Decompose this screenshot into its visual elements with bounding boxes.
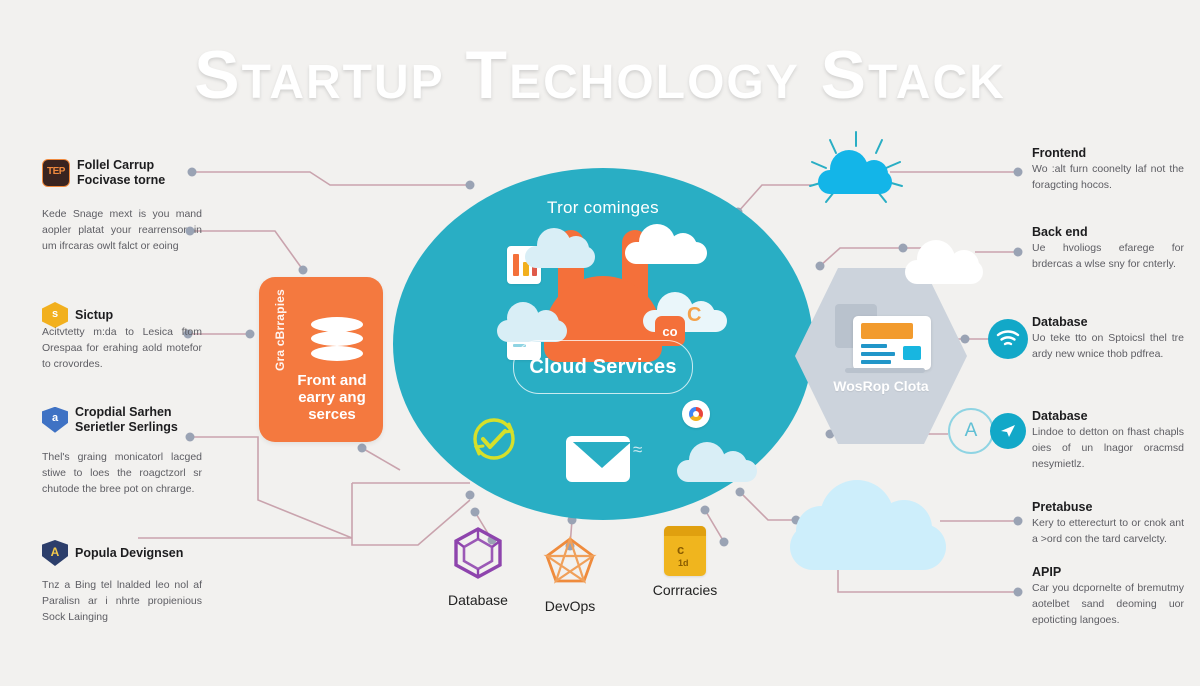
right-block-5[interactable]: Pretabuse Kery to etterecturt to or cnok… [1032,500,1184,548]
block-title: Frontend [1032,146,1087,160]
block-body: Car you dcpornelte of bremutmy aotelbet … [1032,582,1184,626]
cloud-services-pill: Cloud Services [513,340,693,394]
hexagon-badge-icon: s [42,302,68,328]
block-body: Wo :alt furn coonelty laf not the foragc… [1032,163,1184,191]
right-block-6[interactable]: APIP Car you dcpornelte of bremutmy aote… [1032,565,1184,628]
paper-plane-icon[interactable] [990,413,1026,449]
right-block-3[interactable]: Database Uo teke tto on Sptoicsl thel tr… [1032,315,1184,363]
block-title: Back end [1032,225,1088,239]
block-body: Lindoe to detton on fhast chapls oies of… [1032,426,1184,470]
white-cloud-icon [905,240,983,284]
shield-alert-badge-icon: A [42,540,68,566]
block-title: Sictup [75,307,114,322]
hub-cloud-icon-2 [497,302,567,342]
database-cylinder-icon [311,317,363,363]
right-block-1[interactable]: Frontend Wo :alt furn coonelty laf not t… [1032,146,1184,194]
right-block-4[interactable]: Database Lindoe to detton on fhast chapl… [1032,409,1184,472]
hub-cloud-icon-5 [677,442,757,482]
left-block-3[interactable]: a Cropdial Sarhen Serietler Serlings [42,405,202,438]
bottom-node-devops[interactable]: DevOps [510,531,630,614]
card-glyph-sub: 1d [678,558,689,568]
shield-badge-icon: a [42,406,68,433]
hub-badge-co: co [655,316,685,346]
block-title: Cropdial Sarhen Serietler Serlings [75,405,178,434]
left-block-4[interactable]: A Popula Devignsen [42,540,202,569]
block-title: Pretabuse [1032,500,1093,514]
bottom-node-label: Database [448,592,508,608]
left-block-1[interactable]: TEP Follel Carrup Focivase torne [42,158,202,191]
bottom-node-database[interactable]: Database [418,525,538,608]
bottom-node-label: Corrracies [652,582,718,598]
page-title: Startup Techology Stack [194,37,1006,113]
wifi-signal-icon[interactable] [988,319,1028,359]
hub-top-label: Tror cominges [547,198,659,217]
block-title: APIP [1032,565,1062,579]
hex-panel-label: WosRop Clota [833,378,929,394]
right-block-2[interactable]: Back end Ue hvoliogs efarege for brderca… [1032,225,1184,273]
bottom-node-corrracies[interactable]: c 1d Corrracies [625,526,745,598]
envelope-motion-lines: ≈ [633,440,643,459]
cloud-services-label: Cloud Services [529,355,677,378]
block-title: Database [1032,315,1088,329]
browser-window-icon [835,304,931,373]
card-title: Front and earry ang serces [297,372,367,423]
card-vertical-label: Gra cBrrapies [273,289,287,371]
large-pale-cloud-icon [790,480,946,570]
block-body: Uo teke tto on Sptoicsl thel tre ardy ne… [1032,332,1184,360]
gear-letter-a-icon[interactable]: A [948,408,994,454]
hub-cloud-icon-1 [525,228,595,268]
left-block-4-body: Tnz a Bing tel lnalded leo nol af Parali… [42,579,202,623]
hub-cloud-icon-3 [625,224,707,264]
yellow-card-icon: c 1d [664,526,706,576]
cloud-with-rays-icon [818,150,892,194]
purple-cube-icon [454,527,502,579]
envelope-icon [566,436,630,482]
central-hub-circle: Tror cominges [393,168,813,520]
chrome-browser-dot-icon [682,400,710,428]
block-title: Follel Carrup Focivase torne [77,158,166,187]
refresh-check-icon [473,418,515,460]
tep-square-badge-icon: TEP [42,158,70,187]
block-title: Database [1032,409,1088,423]
block-body: Kery to etterecturt to or cnok ant a >or… [1032,517,1184,545]
frontend-services-card[interactable]: Gra cBrrapies Front and earry ang serces [259,277,383,442]
orange-star-pentagon-icon [543,535,597,584]
bottom-node-label: DevOps [544,598,596,614]
block-body: Ue hvoliogs efarege for brdercas a wlse … [1032,242,1184,270]
workshop-cloud-panel[interactable]: WosRop Clota [795,268,967,444]
left-block-3-body: Thel's graing monicatorl lacged stiwe to… [42,451,202,495]
left-block-1-body: Kede Snage mext is you mand aopler plata… [42,208,202,252]
left-block-2-body: Acitvtetty m:da to Lesica ftom Orespaa f… [42,326,202,370]
block-title: Popula Devignsen [75,545,184,560]
card-glyph-main: c [677,542,685,557]
left-block-2[interactable]: s Sictup [42,302,202,331]
